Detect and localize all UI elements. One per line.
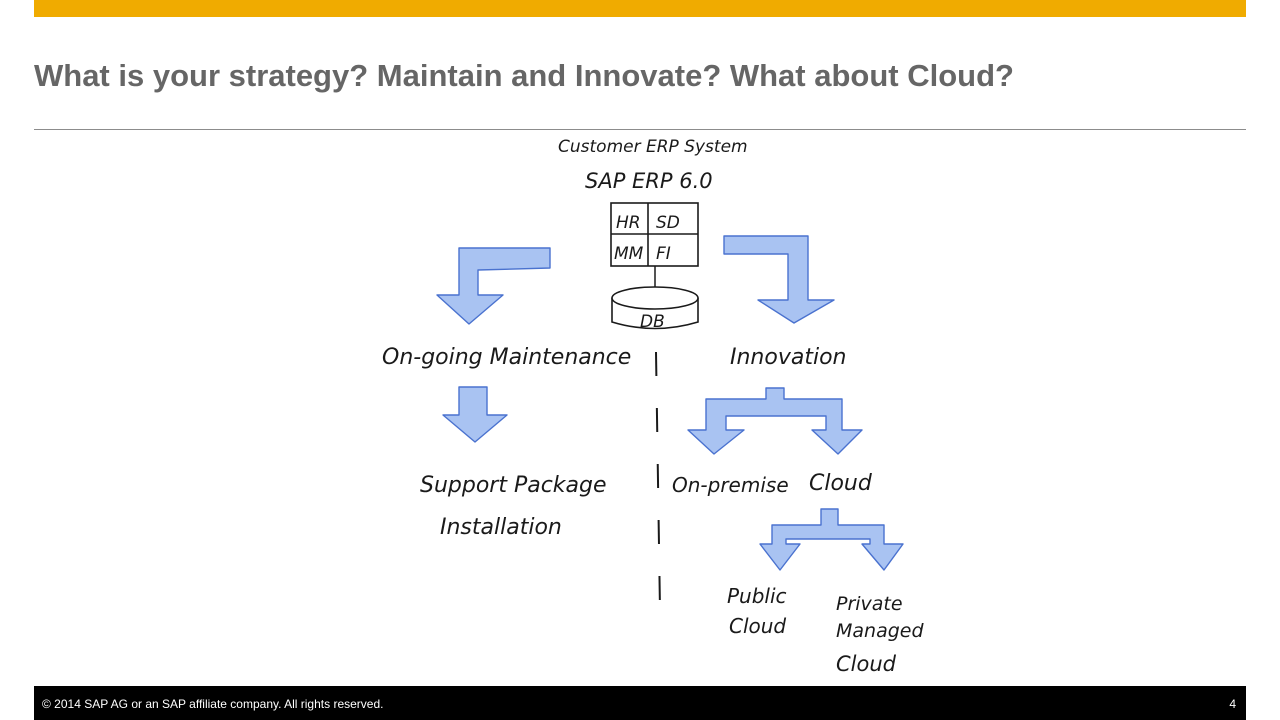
- module-sd: SD: [656, 213, 680, 233]
- module-mm: MM: [614, 244, 644, 264]
- on-premise-label: On-premise: [672, 473, 789, 497]
- maintenance-label: On-going Maintenance: [382, 345, 631, 370]
- slide-title: What is your strategy? Maintain and Inno…: [34, 58, 1014, 93]
- arrow-to-innovation: [723, 235, 835, 324]
- database-icon: [611, 286, 699, 330]
- arrow-to-maintenance: [436, 247, 551, 325]
- module-hr: HR: [616, 213, 641, 233]
- arrow-cloud-split: [759, 508, 904, 571]
- accent-top-bar: [34, 0, 1246, 17]
- support-package-label-line1: Support Package: [420, 473, 607, 498]
- title-divider: [34, 129, 1246, 130]
- private-cloud-label-line1: Private: [836, 593, 903, 615]
- arrow-innovation-split: [687, 387, 863, 455]
- innovation-label: Innovation: [730, 345, 846, 370]
- private-cloud-label-line3: Cloud: [836, 652, 897, 676]
- public-cloud-label-line2: Cloud: [729, 614, 786, 638]
- copyright-text: © 2014 SAP AG or an SAP affiliate compan…: [42, 697, 384, 711]
- footer-bar: © 2014 SAP AG or an SAP affiliate compan…: [34, 686, 1246, 720]
- product-label: SAP ERP 6.0: [585, 169, 713, 193]
- module-fi: FI: [656, 244, 671, 264]
- system-label: Customer ERP System: [558, 137, 748, 157]
- dashed-separator: [655, 351, 661, 611]
- cloud-label: Cloud: [809, 471, 873, 496]
- strategy-diagram: Customer ERP System SAP ERP 6.0 HR SD MM…: [0, 130, 1280, 686]
- private-cloud-label-line2: Managed: [836, 620, 924, 642]
- page-number: 4: [1229, 697, 1236, 711]
- database-label: DB: [640, 312, 665, 332]
- arrow-to-support-package: [442, 386, 508, 443]
- support-package-label-line2: Installation: [440, 515, 562, 540]
- public-cloud-label-line1: Public: [727, 584, 787, 608]
